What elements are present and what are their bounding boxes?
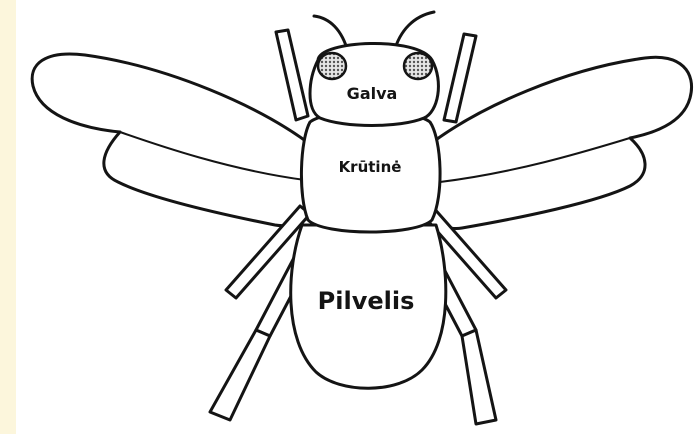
right-eye <box>404 53 432 79</box>
right-front-leg <box>444 34 476 122</box>
label-head: Galva <box>347 84 398 103</box>
left-front-leg <box>276 30 308 120</box>
left-eye <box>318 53 346 79</box>
left-hind-leg-lower <box>210 330 270 420</box>
label-thorax: Krūtinė <box>339 158 402 176</box>
left-wing <box>32 54 318 226</box>
label-abdomen: Pilvelis <box>318 287 415 315</box>
right-hind-leg-lower <box>462 330 496 424</box>
